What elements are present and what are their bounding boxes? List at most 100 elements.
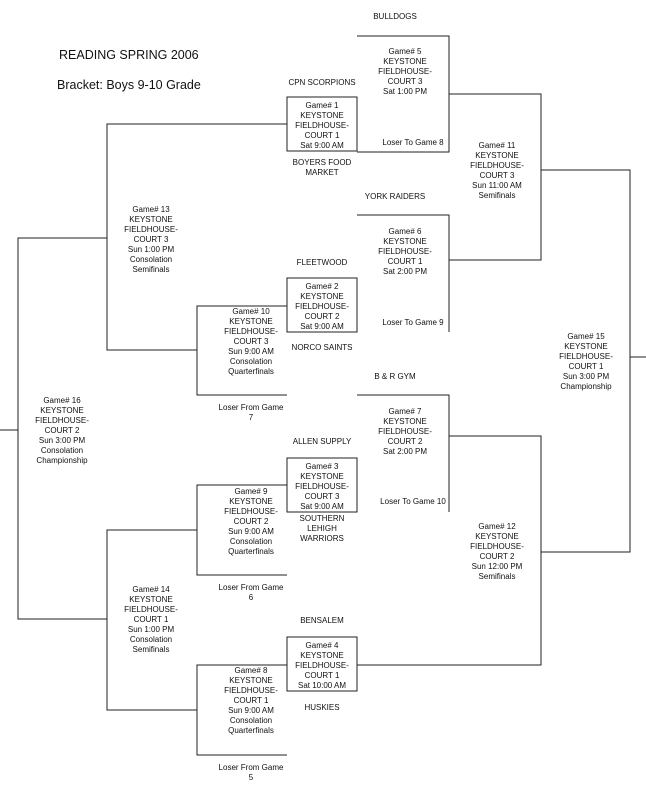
team-norco-saints: NORCO SAINTS: [291, 343, 353, 352]
game-info-line: COURT 3: [304, 492, 340, 501]
game-info-line: COURT 3: [387, 77, 423, 86]
game-info-line: COURT 1: [304, 131, 340, 140]
game-info-line: Championship: [560, 382, 612, 391]
note-loser-to-game-10: Loser To Game 10: [380, 497, 446, 506]
game-info-line: FIELDHOUSE-: [470, 161, 524, 170]
game-info-line: FIELDHOUSE-: [224, 686, 278, 695]
game-info-line: Game# 8: [234, 666, 268, 675]
team-fleetwood: FLEETWOOD: [296, 258, 348, 267]
game-info-line: FIELDHOUSE-: [295, 482, 349, 491]
game-6-bracket: [357, 214, 450, 332]
game-info-line: Sat 9:00 AM: [300, 141, 344, 150]
game-info-line: Game# 5: [388, 47, 422, 56]
game-info-line: KEYSTONE: [300, 651, 344, 660]
game-info-line: Sun 12:00 PM: [471, 562, 523, 571]
game-info-line: COURT 1: [304, 671, 340, 680]
game-info-line: KEYSTONE: [383, 417, 427, 426]
game-info-line: COURT 1: [568, 362, 604, 371]
game-info-line: Sun 1:00 PM: [127, 625, 175, 634]
game-info-line: Game# 11: [478, 141, 516, 150]
game-info-line: Sun 9:00 AM: [228, 706, 274, 715]
game-info-line: KEYSTONE: [129, 595, 173, 604]
game-4-box: [286, 636, 358, 692]
team-b-r-gym: B & R GYM: [374, 372, 416, 381]
game-info-line: Game# 6: [388, 227, 422, 236]
game-info-line: COURT 2: [233, 517, 269, 526]
game-info-line: Sat 2:00 PM: [382, 447, 428, 456]
game-info-line: FIELDHOUSE-: [35, 416, 89, 425]
game-info-line: COURT 1: [133, 615, 169, 624]
game-info-line: Consolation: [129, 635, 173, 644]
game-info-line: Quarterfinals: [228, 547, 274, 556]
game-info-line: Quarterfinals: [228, 367, 274, 376]
game-info-line: Sun 3:00 PM: [38, 436, 86, 445]
game-info-line: KEYSTONE: [383, 237, 427, 246]
bracket-label: Bracket: Boys 9-10 Grade: [57, 78, 201, 92]
game-13-bracket: [106, 123, 287, 351]
game-info-line: FIELDHOUSE-: [224, 507, 278, 516]
team-cpn-scorpions: CPN SCORPIONS: [288, 78, 356, 87]
game-info-line: Game# 2: [305, 282, 339, 291]
game-info-line: KEYSTONE: [229, 676, 273, 685]
game-info-line: Championship: [36, 456, 88, 465]
game-info-line: COURT 2: [479, 552, 515, 561]
game-info-line: Semifinals: [132, 645, 170, 654]
game-info-line: COURT 2: [387, 437, 423, 446]
game-info-line: Sat 2:00 PM: [382, 267, 428, 276]
game-info-line: FIELDHOUSE-: [378, 247, 432, 256]
game-info-line: Sun 1:00 PM: [127, 245, 175, 254]
game-info-line: Semifinals: [132, 265, 170, 274]
game-info-line: COURT 1: [233, 696, 269, 705]
game-info-line: KEYSTONE: [229, 317, 273, 326]
game-info-line: KEYSTONE: [300, 472, 344, 481]
game-info-line: Consolation: [229, 716, 273, 725]
game-info-line: KEYSTONE: [40, 406, 84, 415]
game-info-line: Sun 11:00 AM: [472, 181, 522, 190]
game-info-line: Game# 14: [132, 585, 170, 594]
game-info-line: Quarterfinals: [228, 726, 274, 735]
game-14-bracket: [106, 529, 197, 711]
note-loser-to-game-9: Loser To Game 9: [382, 318, 444, 327]
game-info-line: Semifinals: [478, 572, 516, 581]
page-title: READING SPRING 2006: [59, 48, 199, 62]
game-info-line: FIELDHOUSE-: [378, 67, 432, 76]
game-info-line: FIELDHOUSE-: [559, 352, 613, 361]
game-info-line: COURT 2: [304, 312, 340, 321]
game-info-line: KEYSTONE: [229, 497, 273, 506]
game-info-line: Game# 10: [232, 307, 270, 316]
game-info-line: Game# 1: [305, 101, 339, 110]
game-info-line: Consolation: [229, 537, 273, 546]
game-info-line: Sun 9:00 AM: [228, 527, 274, 536]
note-loser-to-game-8: Loser To Game 8: [382, 138, 444, 147]
game-info-line: Game# 3: [305, 462, 339, 471]
game-info-line: KEYSTONE: [475, 151, 519, 160]
game-info-line: KEYSTONE: [300, 292, 344, 301]
game-info-line: COURT 3: [479, 171, 515, 180]
game-7-bracket: [357, 394, 450, 512]
game-info-line: FIELDHOUSE-: [378, 427, 432, 436]
game-info-line: FIELDHOUSE-: [295, 121, 349, 130]
game-info-line: FIELDHOUSE-: [124, 605, 178, 614]
team-bensalem: BENSALEM: [300, 616, 344, 625]
game-info-line: KEYSTONE: [475, 532, 519, 541]
game-info-line: Game# 7: [388, 407, 422, 416]
team-york-raiders: YORK RAIDERS: [364, 192, 426, 201]
game-info-line: Consolation: [229, 357, 273, 366]
